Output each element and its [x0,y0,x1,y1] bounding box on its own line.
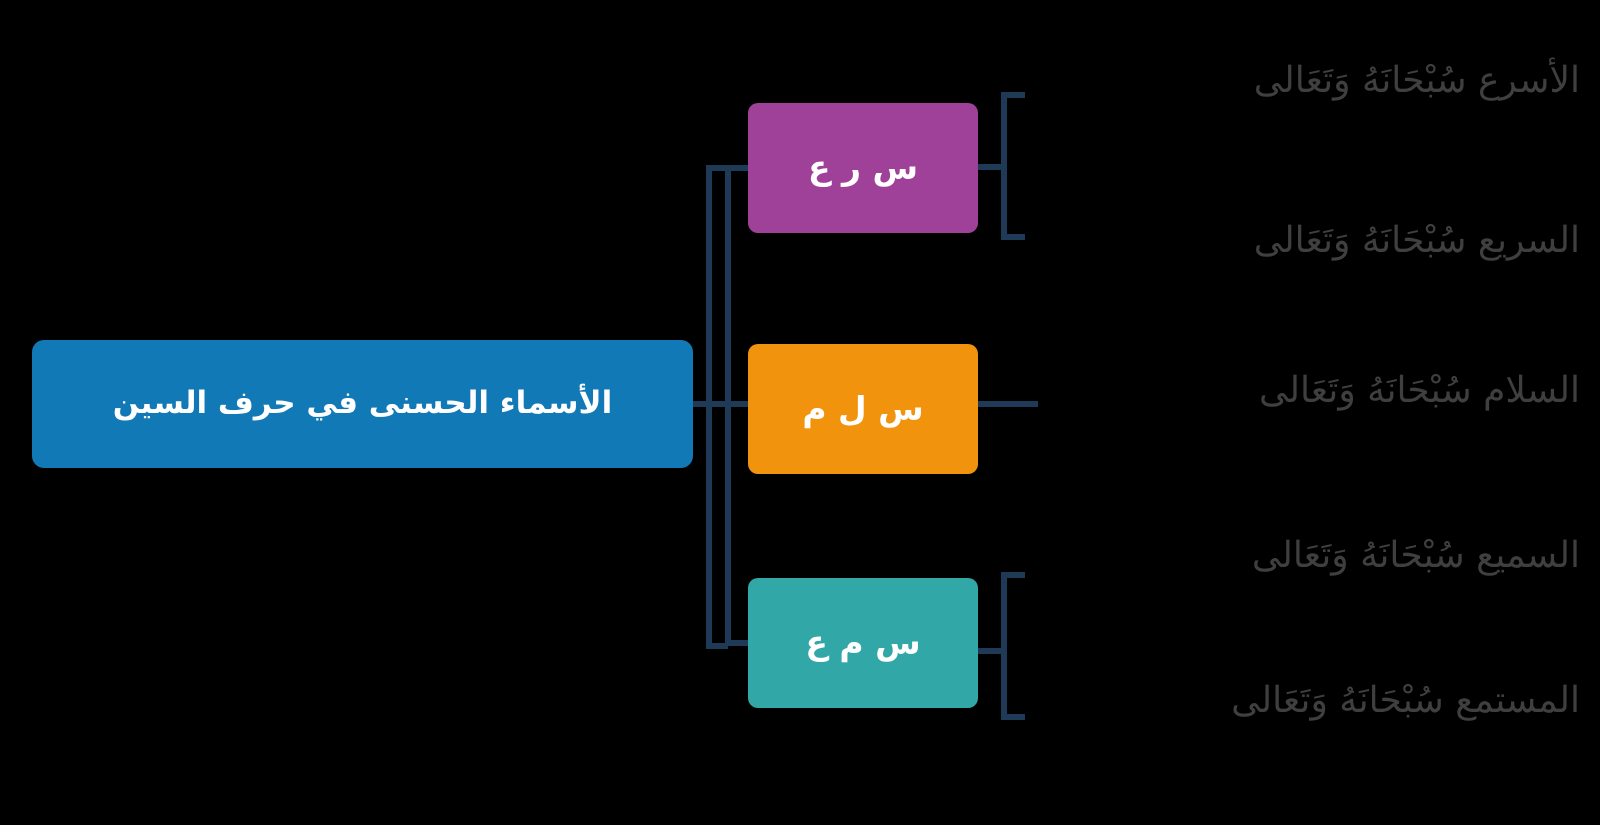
root-node-label: الأسماء الحسنى في حرف السين [112,385,613,422]
connector-sama-bracket-top [1001,572,1025,578]
leaf-label-al-mustamee: المستمع سُبْحَانَهُ وَتَعَالى [1231,680,1580,721]
connector-sama-bracket-bottom [1001,714,1025,720]
root-node[interactable]: الأسماء الحسنى في حرف السين [32,340,693,468]
connector-outer-spine-top [706,165,728,171]
connector-root-to-spine [693,401,731,407]
connector-sama-stub [978,648,1004,654]
connector-sara-bracket-vertical [1001,92,1007,240]
branch-node-sama-label: س م ع [805,623,921,663]
branch-node-sara[interactable]: س ر ع [748,103,978,233]
connector-spine-to-salam [725,401,753,407]
connector-salam-stub [978,401,1038,407]
branch-node-salam-label: س ل م [802,389,924,429]
connector-sama-bracket-vertical [1001,572,1007,720]
connector-spine-vertical [725,168,731,646]
leaf-label-as-samee: السميع سُبْحَانَهُ وَتَعَالى [1251,535,1580,576]
leaf-label-al-asraa: الأسرع سُبْحَانَهُ وَتَعَالى [1253,60,1580,101]
branch-node-sara-label: س ر ع [807,148,919,188]
connector-spine-to-sara [725,165,753,171]
leaf-label-as-saree: السريع سُبْحَانَهُ وَتَعَالى [1253,220,1580,261]
branch-node-salam[interactable]: س ل م [748,344,978,474]
connector-sara-bracket-bottom [1001,234,1025,240]
connector-sara-bracket-top [1001,92,1025,98]
connector-sara-stub [978,164,1004,170]
connector-spine-to-sama [725,640,753,646]
leaf-label-as-salam: السلام سُبْحَانَهُ وَتَعَالى [1258,370,1580,411]
connector-outer-spine-vertical [706,165,712,649]
connector-outer-spine-bottom [706,643,728,649]
branch-node-sama[interactable]: س م ع [748,578,978,708]
